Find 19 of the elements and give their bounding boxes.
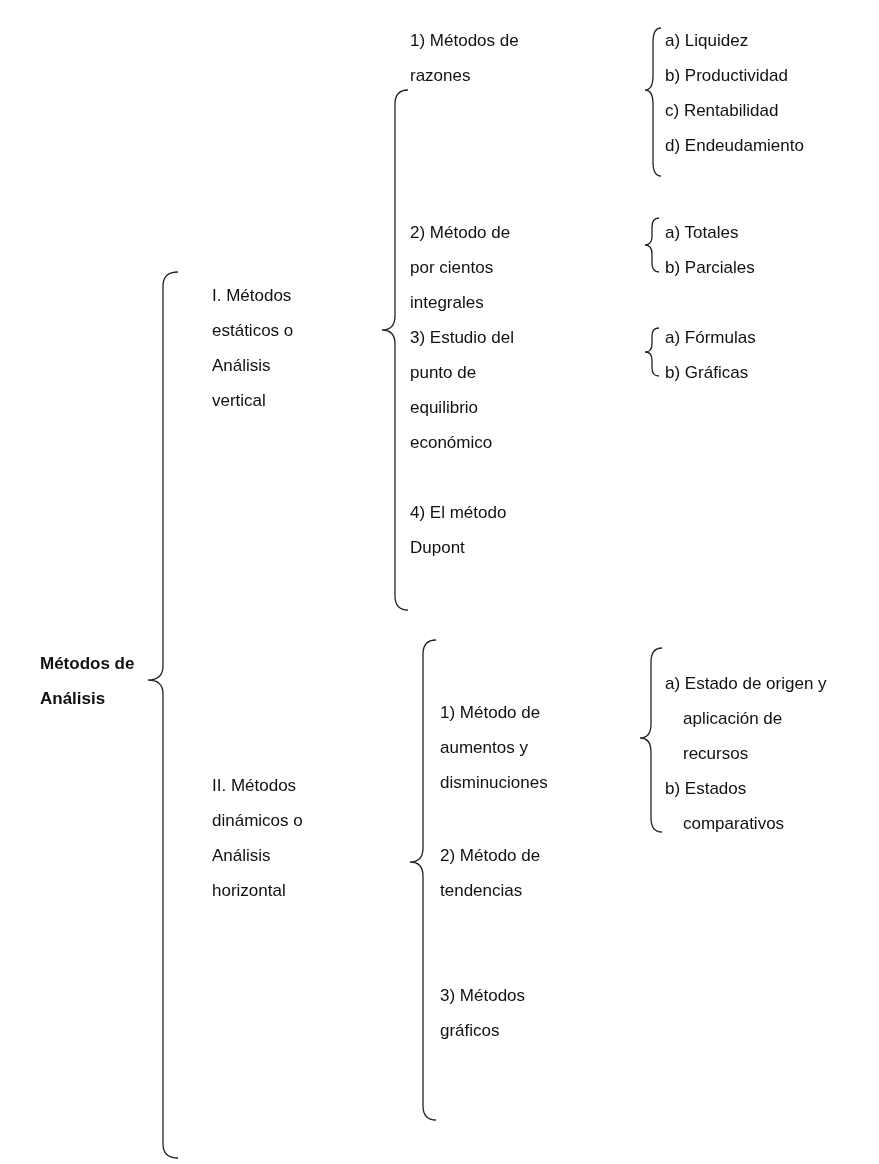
item-label: b) Productividad [665,58,865,93]
item-label: 3) Métodos gráficos [440,978,550,1048]
item-label: c) Rentabilidad [665,93,865,128]
item-label: b) Estados comparativos [665,771,803,841]
item-label: II. Métodos dinámicos o Análisis horizontal [212,768,322,908]
item-label: b) Gráficas [665,355,865,390]
item-label: d) Endeudamiento [665,128,865,163]
item-label: a) Liquidez [665,23,865,58]
item-label: 2) Método de tendencias [440,838,590,908]
item-label: a) Fórmulas [665,320,865,355]
item-label: b) Parciales [665,250,865,285]
item-label: 3) Estudio del punto de equilibrio económico [410,320,530,460]
item-label: 4) El método Dupont [410,495,530,565]
item-label: a) Totales [665,215,865,250]
item-label: 1) Métodos de razones [410,23,540,93]
item-label: I. Métodos estáticos o Análisis vertical [212,278,312,418]
item-label: 1) Método de aumentos y disminuciones [440,695,590,800]
item-label: 2) Método de por cientos integrales [410,215,530,320]
item-label: Métodos de Análisis [40,646,140,716]
